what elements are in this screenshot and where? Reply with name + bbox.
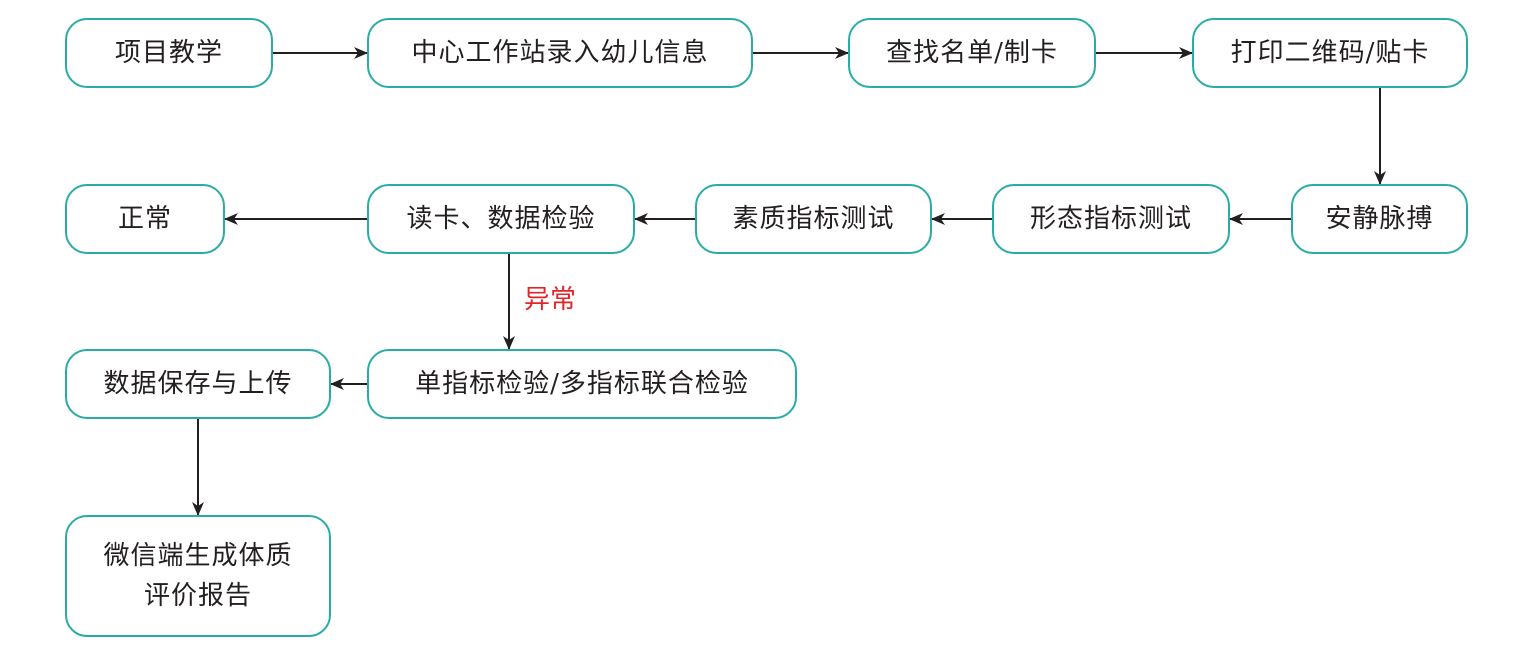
flow-node-project-teaching: 项目教学 bbox=[65, 18, 273, 88]
flow-node-normal: 正常 bbox=[65, 184, 225, 254]
edge-label-abnormal: 异常 bbox=[524, 285, 577, 315]
flow-node-find-list-make-card: 查找名单/制卡 bbox=[848, 18, 1096, 88]
flow-node-save-upload: 数据保存与上传 bbox=[65, 349, 331, 419]
flow-node-enter-child-info: 中心工作站录入幼儿信息 bbox=[367, 18, 753, 88]
flow-node-resting-pulse: 安静脉搏 bbox=[1291, 184, 1468, 254]
flow-node-read-card-verify: 读卡、数据检验 bbox=[367, 184, 635, 254]
flow-node-print-qr-stick-card: 打印二维码/贴卡 bbox=[1192, 18, 1468, 88]
flow-node-morphology-test: 形态指标测试 bbox=[992, 184, 1230, 254]
flow-node-wechat-report: 微信端生成体质 评价报告 bbox=[65, 515, 331, 637]
flow-node-indicator-verify: 单指标检验/多指标联合检验 bbox=[367, 349, 797, 419]
flow-node-fitness-test: 素质指标测试 bbox=[695, 184, 932, 254]
